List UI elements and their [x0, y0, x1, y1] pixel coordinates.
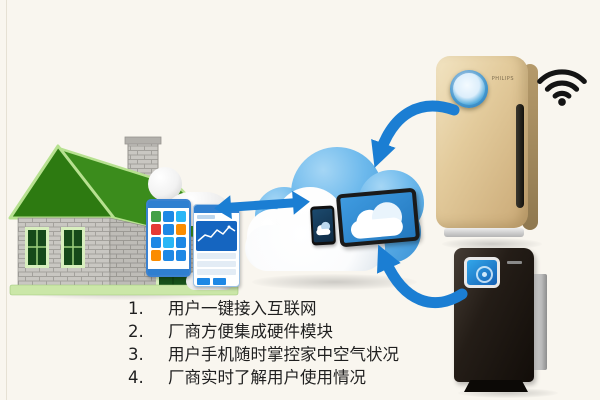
gold-purifier-shadow [442, 238, 542, 250]
list-item: 4. 厂商实时了解用户使用情况 [128, 366, 478, 389]
list-row [197, 261, 236, 267]
app-icon [151, 211, 162, 222]
cloud-shadow [252, 274, 417, 290]
mini-button [197, 278, 210, 285]
smartphone-screen [312, 208, 334, 243]
feature-list: 1. 用户一键接入互联网 2. 厂商方便集成硬件模块 3. 用户手机随时掌控家中… [128, 297, 478, 389]
purifier-pedestal [464, 380, 528, 392]
brand-mark [507, 261, 522, 264]
wifi-icon [537, 69, 587, 106]
list-number: 3. [128, 345, 144, 364]
app-icon-grid [148, 208, 189, 264]
app-icon [163, 224, 174, 235]
app-icon [151, 250, 162, 261]
app-icon [151, 224, 162, 235]
chart-caption-bar [197, 215, 215, 219]
app-screen-bottombar [148, 269, 189, 275]
list-text: 厂商方便集成硬件模块 [168, 322, 333, 341]
app-icon [163, 237, 174, 248]
list-row [197, 253, 236, 259]
gold-air-purifier: PHILIPS [436, 56, 540, 246]
list-row [197, 269, 236, 275]
list-item: 1. 用户一键接入互联网 [128, 297, 478, 320]
black-air-purifier [450, 246, 554, 396]
mini-line-chart [196, 221, 237, 251]
list-item: 2. 厂商方便集成硬件模块 [128, 320, 478, 343]
app-icon [163, 211, 174, 222]
app-icon [175, 224, 186, 235]
list-text: 用户一键接入互联网 [168, 299, 317, 318]
purifier-vent [516, 104, 524, 208]
app-icon [175, 250, 186, 261]
list-item: 3. 用户手机随时掌控家中空气状况 [128, 343, 478, 366]
purifier-display-screen [464, 257, 500, 288]
list-text: 用户手机随时掌控家中空气状况 [168, 345, 399, 364]
left-edge-line [6, 0, 7, 400]
brand-label: PHILIPS [491, 76, 514, 82]
list-text: 厂商实时了解用户使用情况 [168, 368, 366, 387]
list-number: 2. [128, 322, 144, 341]
app-icon [151, 237, 162, 248]
list-number: 4. [128, 368, 144, 387]
app-screen-titlebar [148, 201, 189, 208]
mini-button [213, 278, 226, 285]
app-icon [163, 250, 174, 261]
foundation [9, 284, 239, 296]
app-icon [175, 237, 186, 248]
black-purifier-shadow [458, 388, 558, 398]
two-way-arrow [214, 190, 310, 220]
purifier-side-panel [530, 274, 547, 370]
window-left [25, 227, 49, 268]
smartphone-device [309, 205, 337, 246]
curved-arrow-from-black-purifier [377, 244, 468, 308]
list-number: 1. [128, 299, 144, 318]
window-right [61, 227, 85, 268]
curved-arrow-from-gold-purifier [371, 100, 460, 168]
purifier-control-dial [450, 70, 488, 108]
app-icon [175, 211, 186, 222]
app-screen-chart [193, 203, 241, 287]
app-screen-icons [146, 199, 191, 277]
fan-swirl-icon [476, 266, 493, 283]
purifier-base [444, 228, 524, 237]
purifier-front-panel [454, 248, 534, 382]
tablet-screen [340, 191, 416, 244]
